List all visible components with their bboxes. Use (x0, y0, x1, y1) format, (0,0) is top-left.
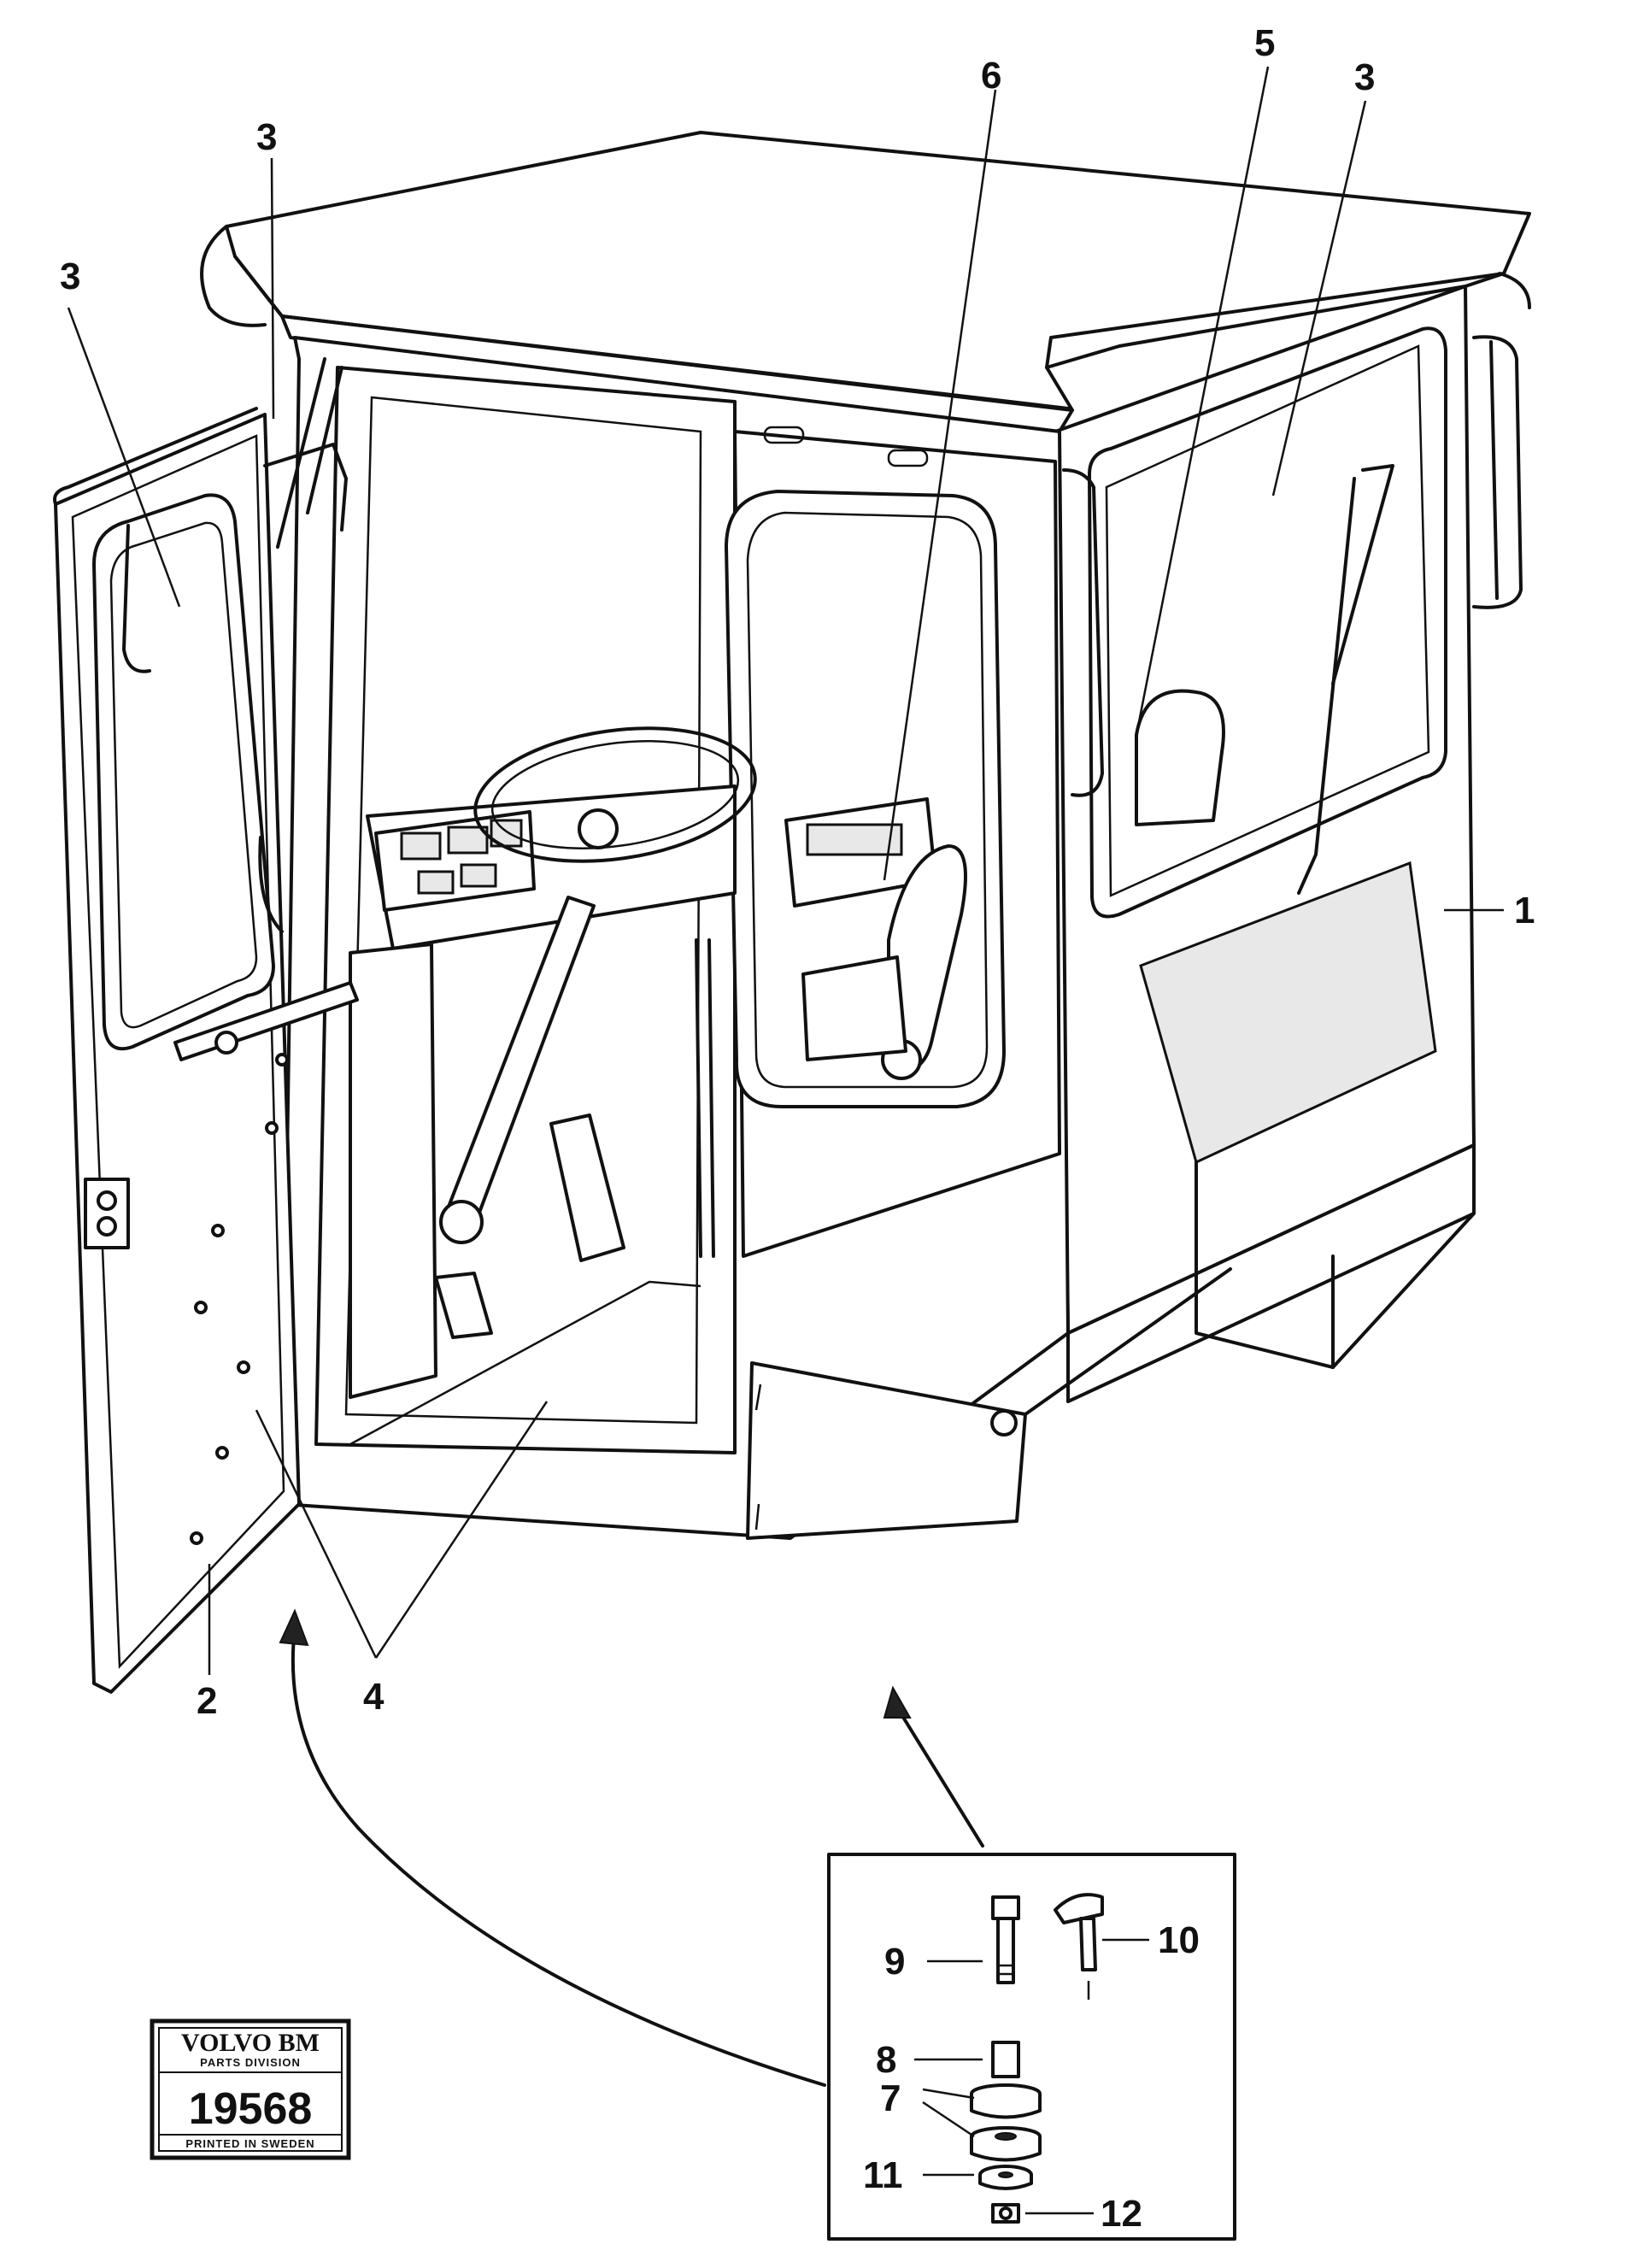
open-door (53, 407, 359, 1694)
cab-interior (276, 357, 967, 1446)
callout-labels: 3 3 3 5 6 1 2 4 9 10 8 7 11 12 (60, 22, 1535, 2235)
callout-3-door: 3 (60, 256, 80, 297)
callout-3-front: 3 (256, 116, 277, 158)
volvo-bm-parts-stamp: VOLVO BM PARTS DIVISION 19568 PRINTED IN… (150, 2018, 351, 2160)
spacer-8 (991, 2041, 1020, 2078)
callout-5: 5 (1254, 22, 1275, 64)
stamp-printed: PRINTED IN SWEDEN (185, 2137, 314, 2150)
callout-1: 1 (1514, 890, 1535, 931)
callout-8: 8 (876, 2039, 896, 2081)
stamp-division: PARTS DIVISION (200, 2056, 301, 2069)
callout-2: 2 (197, 1680, 217, 1722)
washer-11 (978, 2165, 1033, 2190)
stamp-brand: VOLVO BM (181, 2029, 320, 2057)
callout-9: 9 (884, 1941, 905, 1983)
callout-7: 7 (880, 2077, 901, 2119)
fitting-10 (1054, 1893, 1104, 2000)
callout-6: 6 (981, 55, 1001, 97)
callout-10: 10 (1158, 1919, 1200, 1961)
rubber-pad-7 (970, 2083, 1042, 2162)
callout-4: 4 (363, 1676, 384, 1718)
nut-12 (991, 2203, 1020, 2224)
mounting-inset (279, 1608, 1236, 2241)
callout-12: 12 (1101, 2193, 1142, 2235)
stamp-number: 19568 (189, 2084, 313, 2134)
callout-11: 11 (863, 2154, 903, 2196)
cab-frame (1054, 285, 1523, 1403)
callout-3-rear: 3 (1354, 56, 1375, 98)
bolt-9 (991, 1895, 1020, 1984)
callout-leaders (67, 66, 1504, 1675)
cab-roof (200, 131, 1531, 433)
cab-side-hatch (746, 1267, 1232, 1540)
